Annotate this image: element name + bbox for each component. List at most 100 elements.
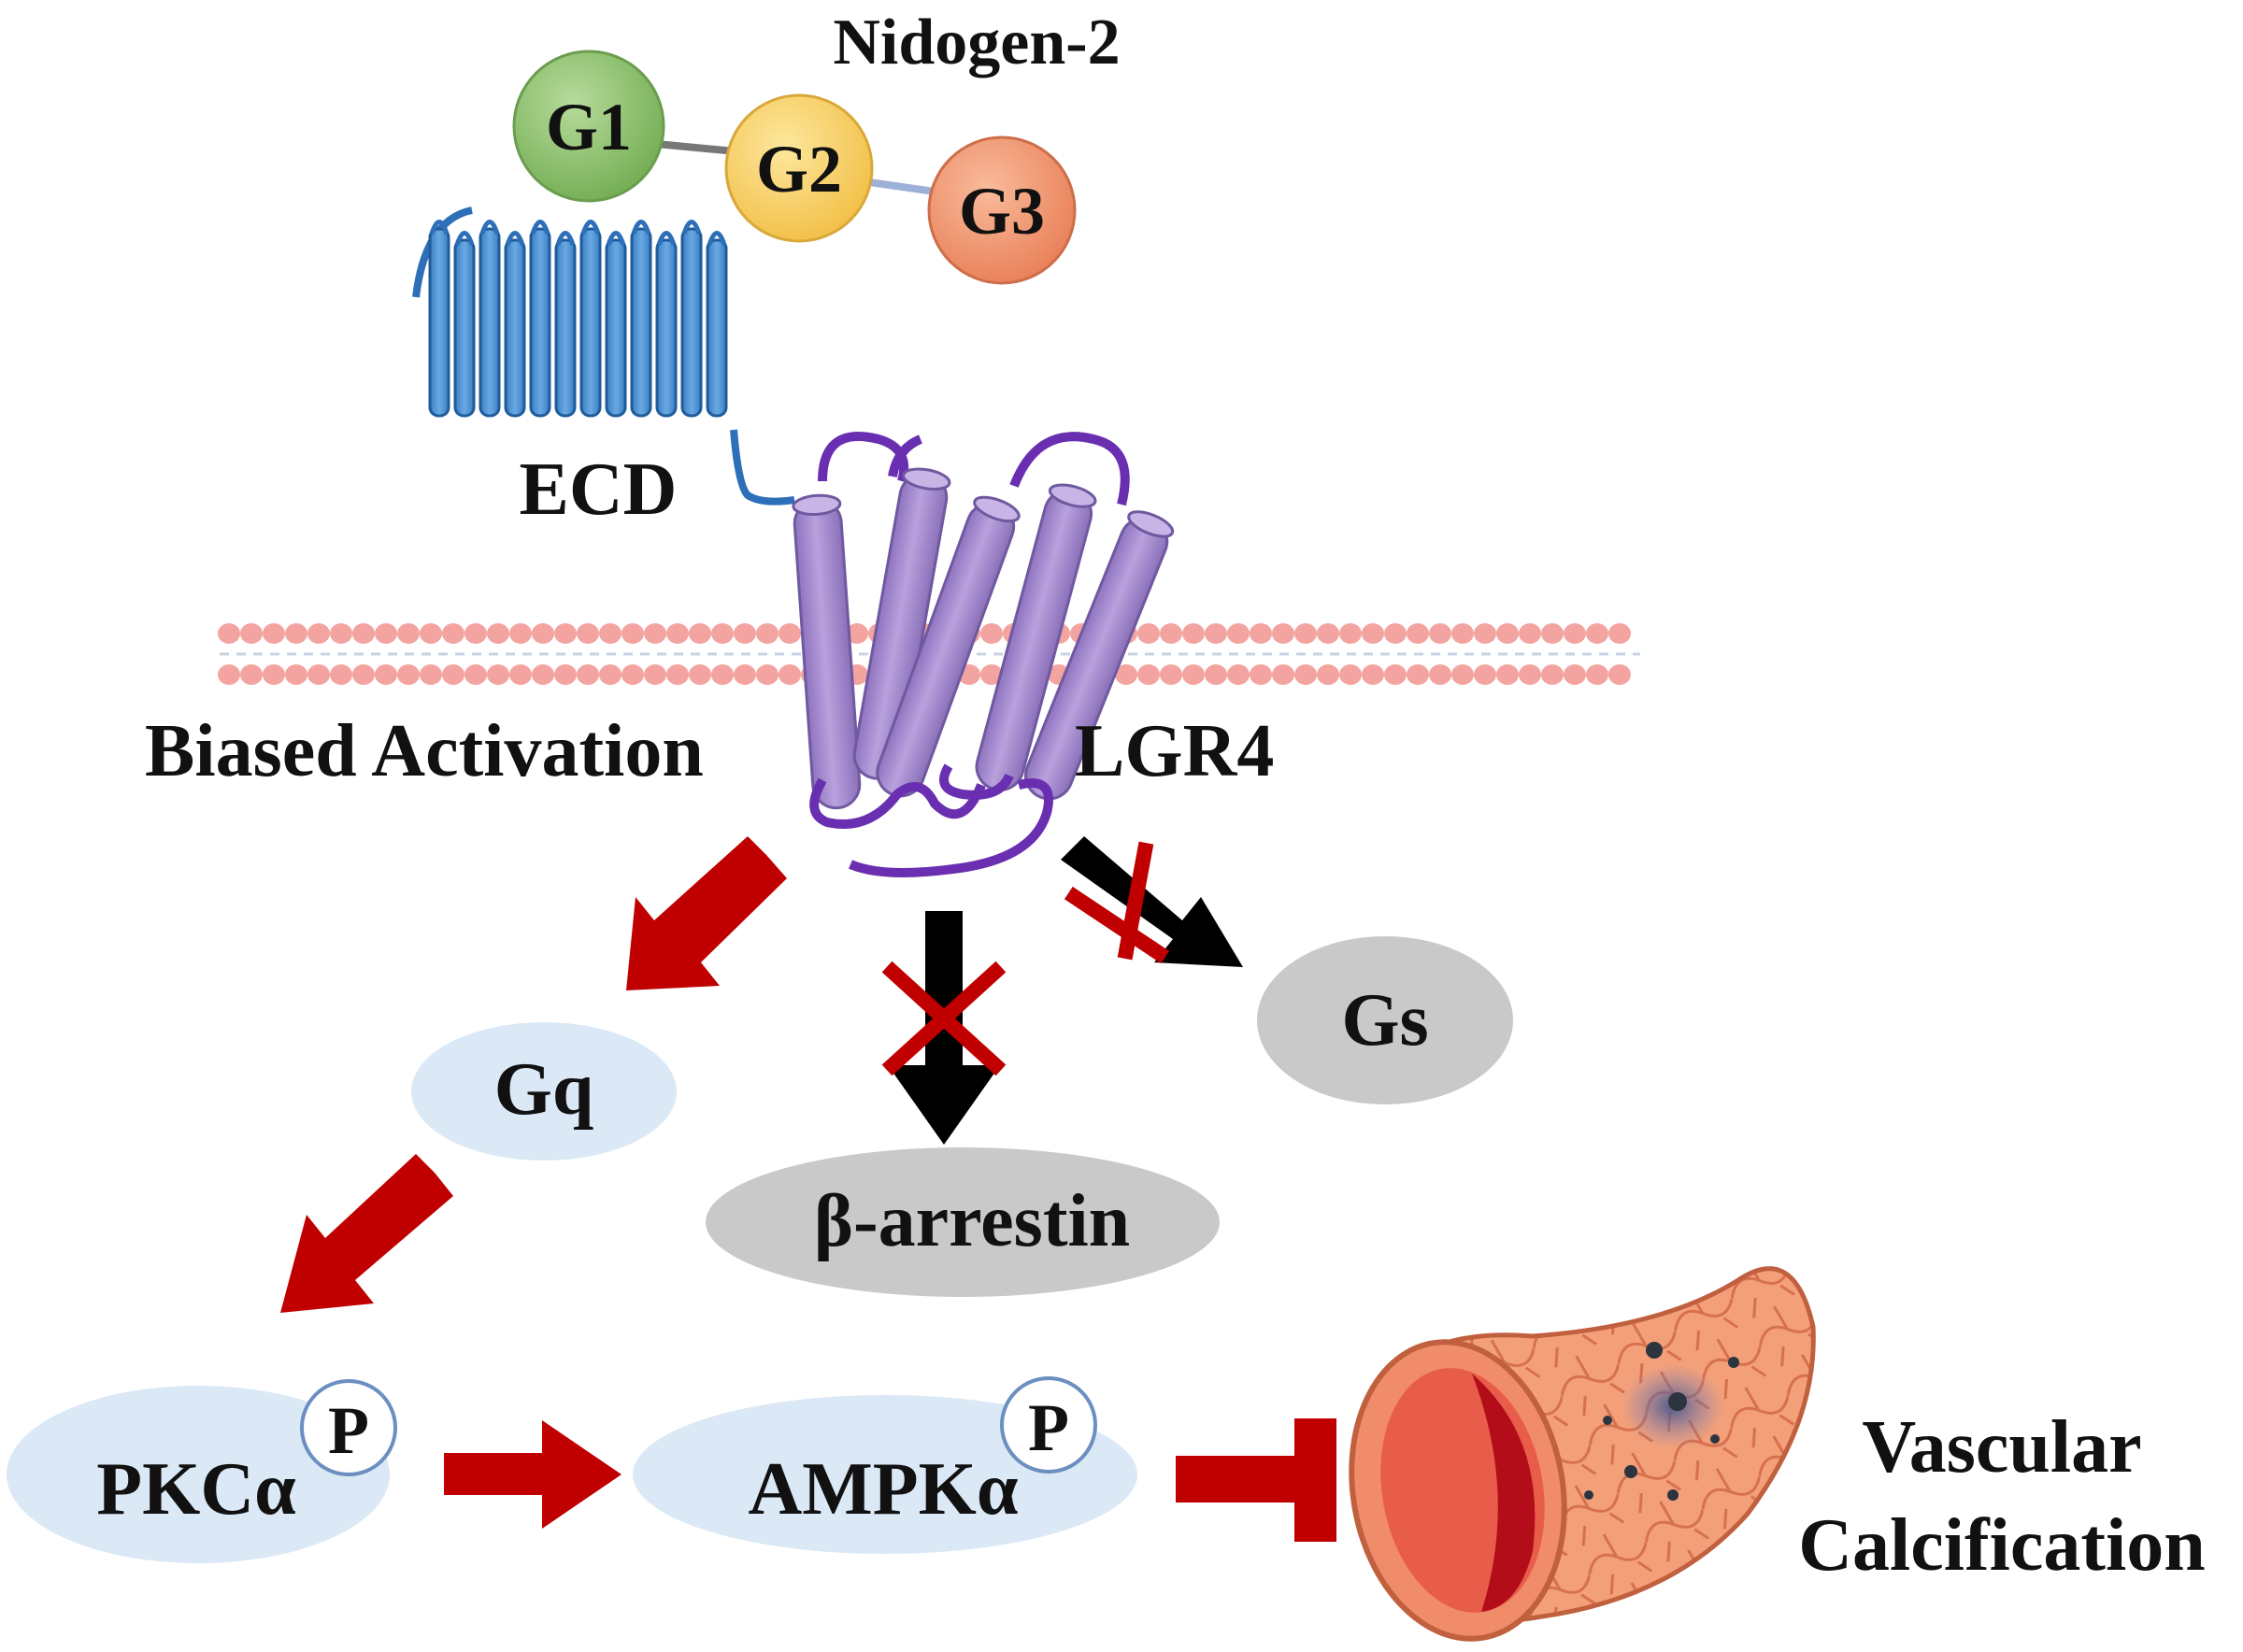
arrow-to-gq — [626, 836, 787, 990]
lipid-head — [1519, 623, 1541, 644]
blood-vessel-illustration — [1349, 1266, 1816, 1642]
lipid-head — [352, 623, 375, 644]
lipid-head — [980, 664, 1003, 685]
lipid-head — [1182, 664, 1205, 685]
biased-activation-label: Biased Activation — [145, 710, 704, 792]
lipid-head — [352, 664, 375, 685]
lipid-head — [307, 623, 330, 644]
ecd-loop-7 — [580, 220, 601, 235]
lipid-head — [1250, 623, 1272, 644]
lipid-head — [846, 623, 868, 644]
lipid-head — [734, 623, 756, 644]
lipid-head — [1564, 664, 1586, 685]
lipid-head — [1608, 664, 1631, 685]
lipid-head — [375, 664, 397, 685]
lipid-head — [240, 664, 263, 685]
ecd-loop-1 — [429, 220, 450, 235]
beta-arrestin-label: β-arrestin — [814, 1180, 1130, 1262]
inhibition-bar — [1176, 1418, 1336, 1542]
lipid-head — [1160, 623, 1182, 644]
lipid-head — [285, 623, 307, 644]
lgr4-receptor — [792, 432, 1175, 877]
ecd-repeat-7 — [579, 227, 602, 418]
ecd-repeat-11 — [680, 227, 703, 418]
g1-label: G1 — [546, 90, 632, 164]
lipid-head — [980, 623, 1003, 644]
lipid-head — [464, 623, 487, 644]
lipid-head — [307, 664, 330, 685]
lipid-head — [375, 623, 397, 644]
g1-domain: G1 — [512, 50, 665, 203]
lipid-head — [666, 623, 689, 644]
lipid-head — [1541, 664, 1564, 685]
ecd-repeat-9 — [630, 227, 652, 418]
lipid-head — [1362, 623, 1384, 644]
ecd-repeat-5 — [529, 227, 551, 418]
lipid-head — [1496, 623, 1519, 644]
lipid-head — [689, 623, 711, 644]
ecd-domain — [412, 206, 795, 506]
lipid-head — [1429, 664, 1451, 685]
lipid-head — [779, 623, 801, 644]
ecd-repeat-2 — [453, 238, 476, 418]
ecd-loop-11 — [681, 220, 702, 235]
lipid-head — [1339, 664, 1362, 685]
lipid-head — [1160, 664, 1182, 685]
ecd-label: ECD — [520, 449, 678, 531]
pkc-label: PKCα — [96, 1448, 296, 1531]
lipid-head — [1272, 623, 1294, 644]
lipid-head — [330, 664, 352, 685]
ecd-repeat-12 — [706, 238, 728, 418]
lipid-head — [1227, 623, 1250, 644]
lipid-head — [218, 664, 240, 685]
lipid-head — [1317, 664, 1339, 685]
lipid-head — [1137, 623, 1160, 644]
gq-label: Gq — [494, 1048, 594, 1131]
lipid-head — [599, 623, 621, 644]
ecd-repeat-8 — [605, 238, 627, 418]
lipid-head — [1227, 664, 1250, 685]
lipid-head — [263, 664, 285, 685]
ampk-phospho-label: P — [1028, 1390, 1069, 1465]
lipid-head — [1137, 664, 1160, 685]
lipid-head — [734, 664, 756, 685]
ecd-loop-12 — [707, 231, 727, 246]
g3-domain: G3 — [927, 135, 1077, 285]
pkc-node: PKCα P — [7, 1379, 397, 1563]
nidogen-title: Nidogen-2 — [833, 7, 1120, 78]
lipid-head — [554, 623, 577, 644]
lipid-head — [1294, 664, 1317, 685]
lipid-head — [1182, 623, 1205, 644]
lipid-head — [397, 623, 420, 644]
lipid-head — [464, 664, 487, 685]
pkc-phospho-badge — [300, 1379, 397, 1476]
lgr4-label: LGR4 — [1075, 710, 1274, 792]
lipid-head — [779, 664, 801, 685]
lipid-head — [1451, 623, 1474, 644]
lipid-head — [554, 664, 577, 685]
lipid-head — [689, 664, 711, 685]
lipid-head — [1205, 623, 1227, 644]
lipid-head — [1608, 623, 1631, 644]
g2-label: G2 — [756, 132, 842, 206]
lipid-head — [263, 623, 285, 644]
arrow-pkc-to-ampk — [444, 1420, 621, 1529]
lipid-head — [599, 664, 621, 685]
ecd-loop-10 — [656, 231, 677, 246]
lipid-head — [577, 664, 599, 685]
gs-label: Gs — [1341, 979, 1428, 1061]
ampk-phospho-badge — [1000, 1376, 1097, 1474]
lipid-head — [442, 623, 464, 644]
ecd-loop-2 — [454, 231, 475, 246]
lipid-head — [1272, 664, 1294, 685]
ecd-repeat-3 — [479, 227, 501, 418]
ecd-repeat-10 — [655, 238, 678, 418]
outcome-line-1: Vascular — [1862, 1406, 2141, 1488]
lipid-head — [711, 664, 734, 685]
lipid-head — [621, 664, 644, 685]
lipid-head — [1564, 623, 1586, 644]
pkc-phospho-label: P — [328, 1393, 369, 1468]
lipid-head — [1384, 623, 1407, 644]
ecd-loop-9 — [631, 220, 651, 235]
gs-node: Gs — [1257, 936, 1513, 1104]
